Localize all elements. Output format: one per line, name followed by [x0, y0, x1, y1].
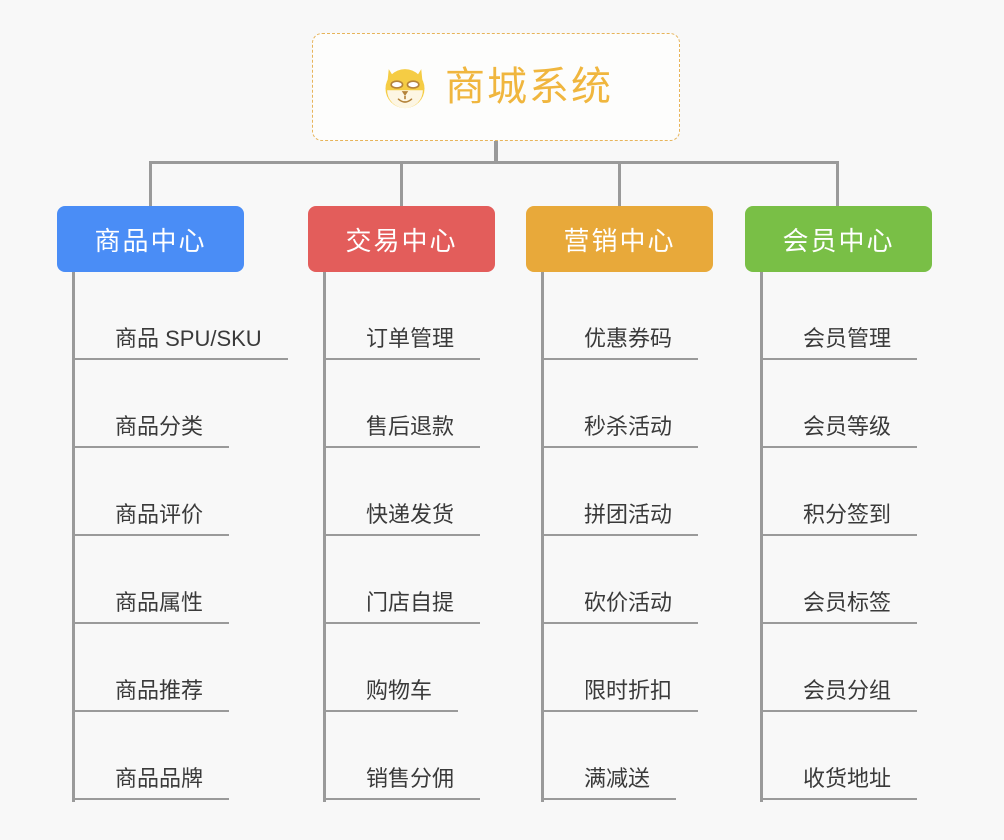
- root-title: 商城系统: [445, 65, 613, 109]
- leaf-item-label: 商品推荐: [75, 678, 230, 712]
- root-stem-connector: [494, 141, 498, 163]
- leaf-item[interactable]: 会员分组: [763, 624, 918, 712]
- category-box-3[interactable]: 会员中心: [745, 206, 932, 272]
- leaf-item[interactable]: 积分签到: [763, 448, 918, 536]
- leaf-item-label: 会员标签: [763, 590, 918, 624]
- leaf-item-label: 限时折扣: [544, 678, 699, 712]
- leaf-item[interactable]: 商品分类: [75, 360, 230, 448]
- category-label: 商品中心: [94, 225, 207, 256]
- drop-connector-4: [836, 161, 839, 207]
- category-label: 交易中心: [345, 225, 458, 256]
- leaf-item[interactable]: 拼团活动: [544, 448, 699, 536]
- leaf-item[interactable]: 商品属性: [75, 536, 230, 624]
- leaf-item[interactable]: 优惠券码: [544, 272, 699, 360]
- leaf-item-label: 拼团活动: [544, 502, 699, 536]
- leaf-item-label: 商品品牌: [75, 766, 230, 800]
- leaf-item[interactable]: 商品品牌: [75, 712, 230, 800]
- leaf-item-label: 购物车: [326, 678, 459, 712]
- root-node[interactable]: 商城系统: [312, 33, 680, 141]
- leaf-item[interactable]: 会员标签: [763, 536, 918, 624]
- leaf-item-label: 商品评价: [75, 502, 230, 536]
- leaf-item-label: 销售分佣: [326, 766, 481, 800]
- leaf-item-label: 订单管理: [326, 326, 481, 360]
- shiba-dog-face-icon: [385, 69, 425, 109]
- leaf-item[interactable]: 收货地址: [763, 712, 918, 800]
- leaf-item[interactable]: 售后退款: [326, 360, 481, 448]
- leaf-item[interactable]: 商品评价: [75, 448, 230, 536]
- branch-rail: [541, 272, 544, 802]
- leaf-item-label: 会员管理: [763, 326, 918, 360]
- leaf-item[interactable]: 快递发货: [326, 448, 481, 536]
- leaf-item-label: 商品 SPU/SKU: [75, 326, 288, 360]
- category-box-1[interactable]: 交易中心: [308, 206, 495, 272]
- category-label: 会员中心: [782, 225, 895, 256]
- leaf-item-label: 售后退款: [326, 414, 481, 448]
- category-box-2[interactable]: 营销中心: [526, 206, 713, 272]
- branch-rail: [72, 272, 75, 802]
- leaf-item[interactable]: 限时折扣: [544, 624, 699, 712]
- drop-connector-3: [618, 161, 621, 207]
- leaf-item[interactable]: 秒杀活动: [544, 360, 699, 448]
- leaf-item-label: 优惠券码: [544, 326, 699, 360]
- leaf-item-label: 快递发货: [326, 502, 481, 536]
- category-label: 营销中心: [563, 225, 676, 256]
- drop-connector-2: [400, 161, 403, 207]
- leaf-item[interactable]: 商品 SPU/SKU: [75, 272, 288, 360]
- horizontal-bus-connector: [149, 161, 837, 164]
- leaf-item-label: 砍价活动: [544, 590, 699, 624]
- branch-rail: [760, 272, 763, 802]
- leaf-item-label: 商品属性: [75, 590, 230, 624]
- leaf-item-label: 收货地址: [763, 766, 918, 800]
- leaf-item-label: 门店自提: [326, 590, 481, 624]
- leaf-item[interactable]: 会员管理: [763, 272, 918, 360]
- drop-connector-1: [149, 161, 152, 207]
- leaf-item-label: 积分签到: [763, 502, 918, 536]
- leaf-item[interactable]: 购物车: [326, 624, 459, 712]
- leaf-item[interactable]: 会员等级: [763, 360, 918, 448]
- leaf-item-label: 商品分类: [75, 414, 230, 448]
- leaf-item-label: 会员分组: [763, 678, 918, 712]
- leaf-item[interactable]: 门店自提: [326, 536, 481, 624]
- leaf-item-label: 会员等级: [763, 414, 918, 448]
- leaf-item[interactable]: 商品推荐: [75, 624, 230, 712]
- leaf-item[interactable]: 销售分佣: [326, 712, 481, 800]
- leaf-item[interactable]: 满减送: [544, 712, 677, 800]
- leaf-item[interactable]: 砍价活动: [544, 536, 699, 624]
- leaf-item[interactable]: 订单管理: [326, 272, 481, 360]
- leaf-item-label: 秒杀活动: [544, 414, 699, 448]
- branch-rail: [323, 272, 326, 802]
- leaf-item-label: 满减送: [544, 766, 677, 800]
- category-box-0[interactable]: 商品中心: [57, 206, 244, 272]
